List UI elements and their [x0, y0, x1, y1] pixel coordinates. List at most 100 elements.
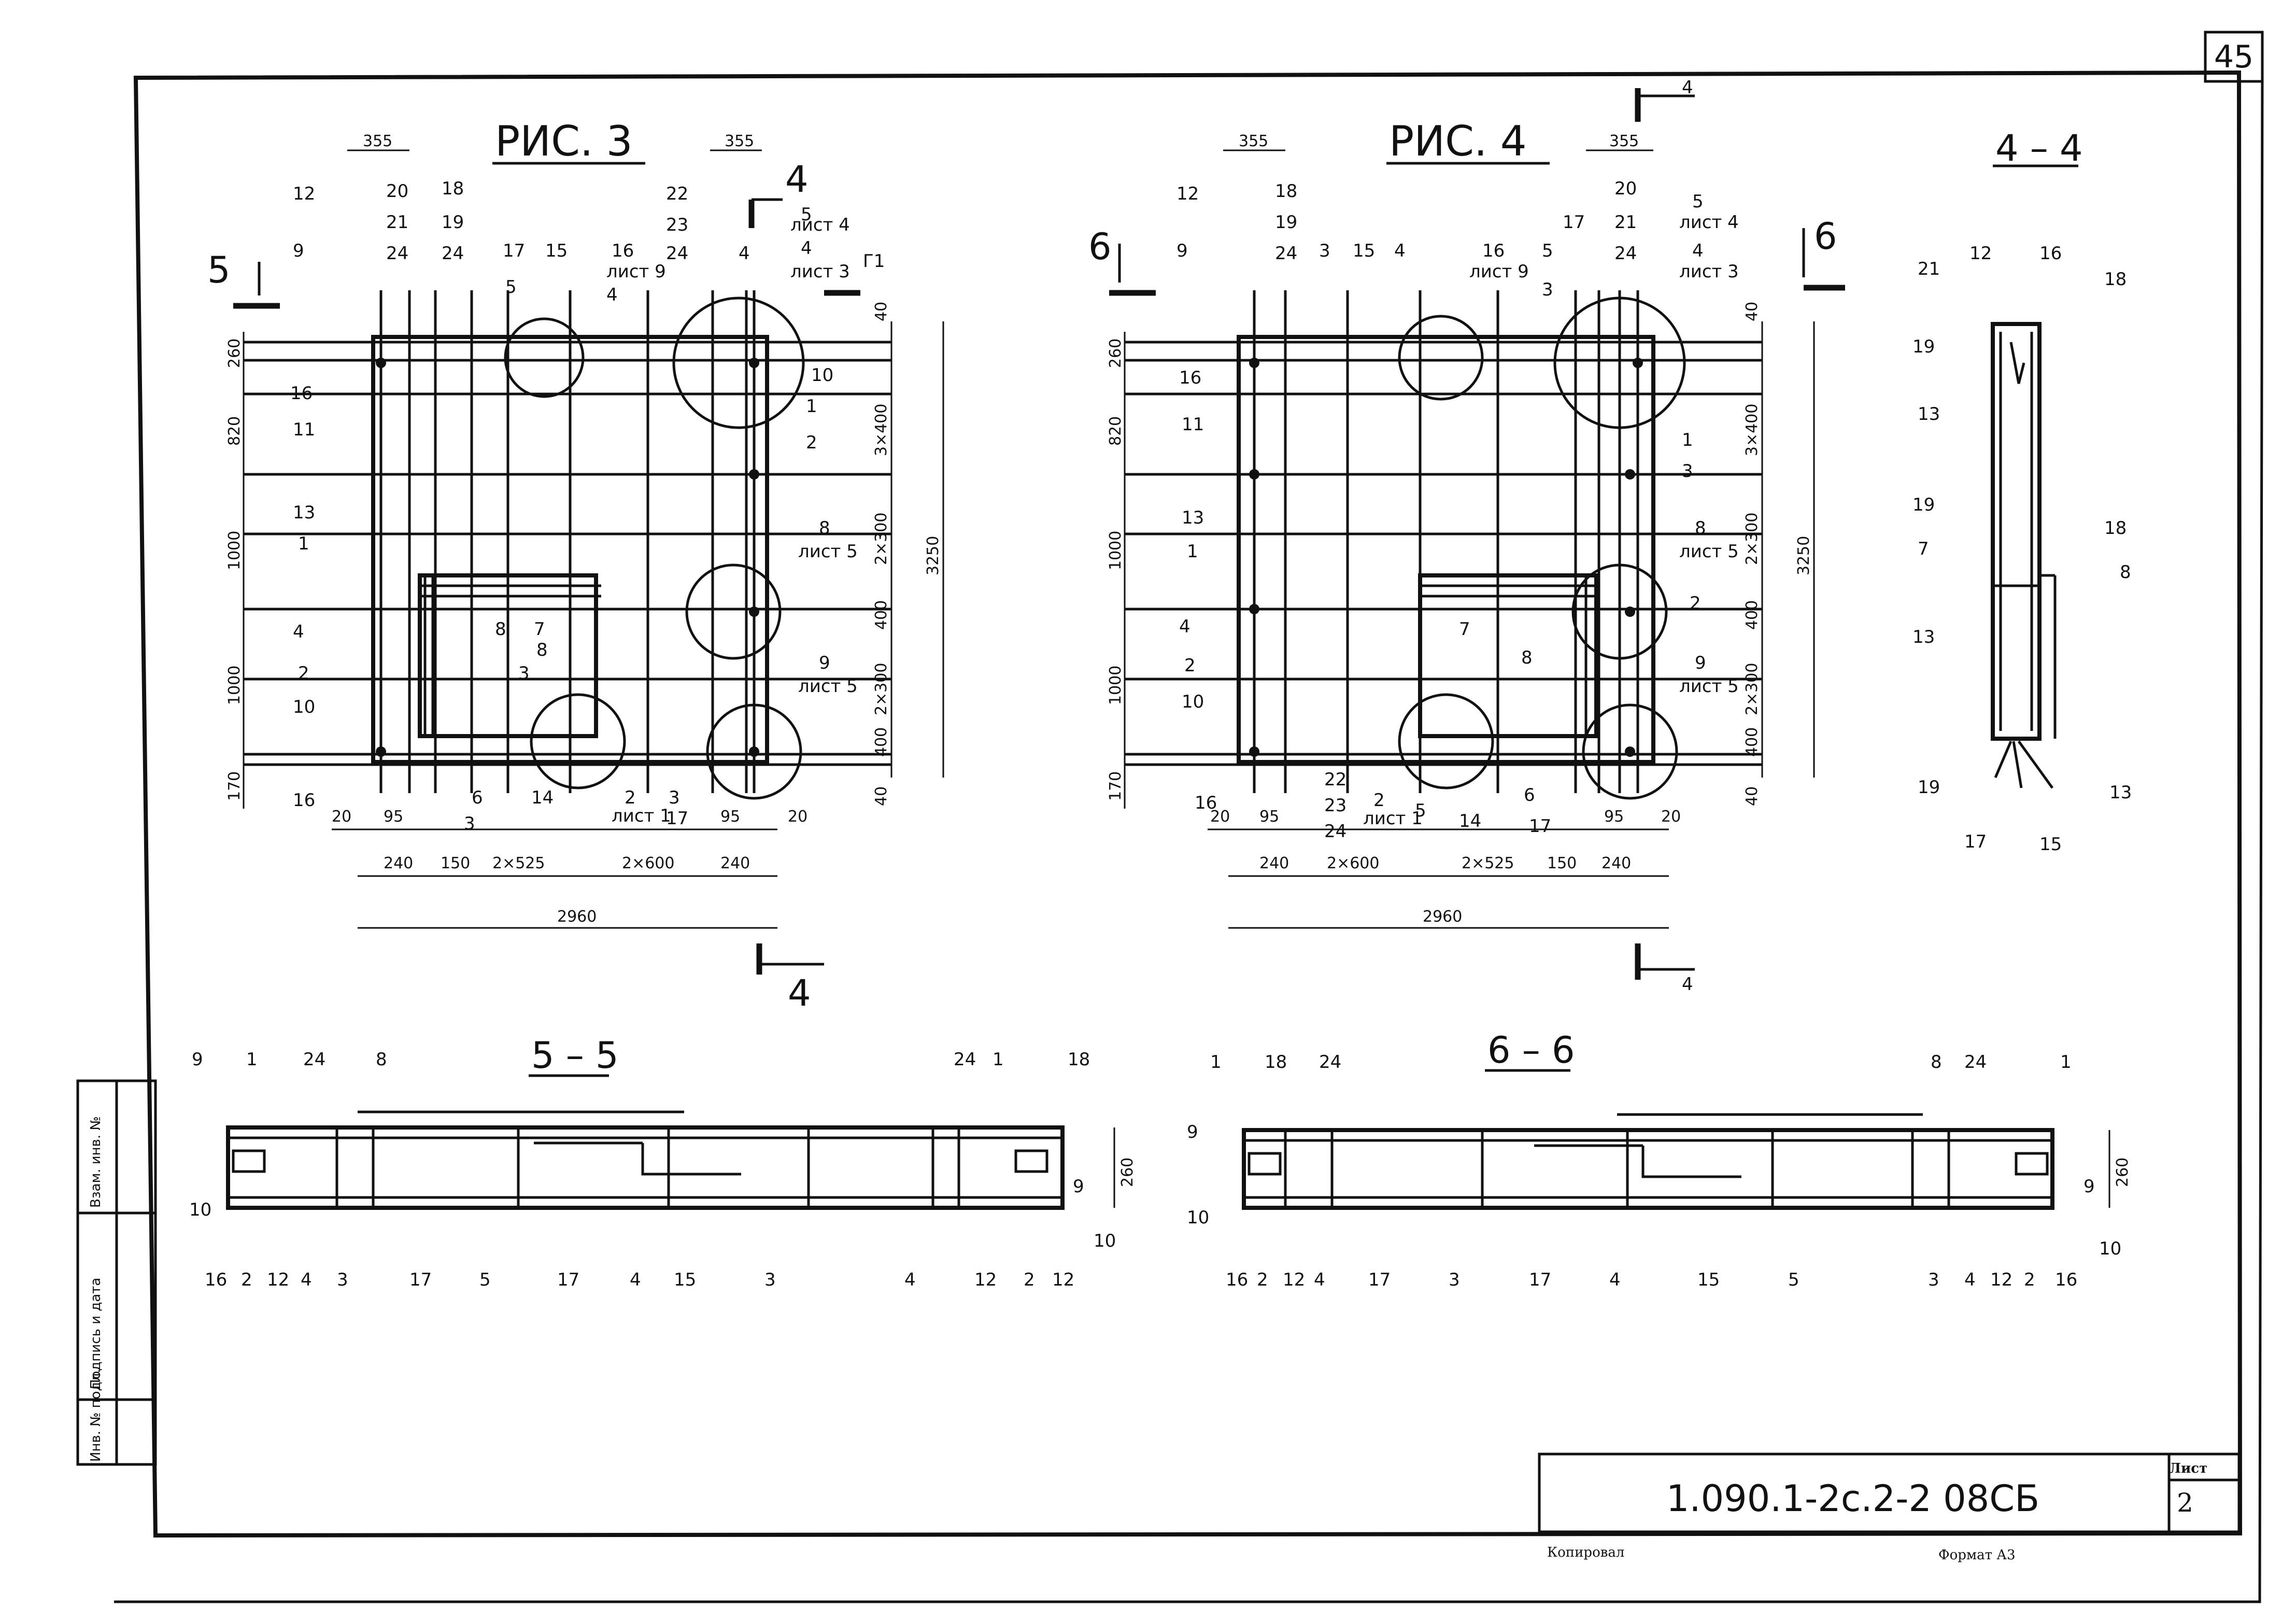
sheet-frame	[76, 31, 2264, 1603]
svg-text:лист 5: лист 5	[1679, 541, 1739, 562]
svg-text:2: 2	[1690, 593, 1701, 614]
svg-text:8: 8	[1521, 647, 1533, 668]
svg-text:20: 20	[1661, 808, 1681, 826]
svg-text:260: 260	[225, 338, 244, 368]
svg-text:5: 5	[1542, 241, 1553, 261]
svg-text:20: 20	[386, 181, 408, 202]
svg-text:2960: 2960	[1423, 908, 1462, 926]
svg-text:3: 3	[1682, 461, 1693, 482]
svg-text:16: 16	[205, 1270, 227, 1290]
side-strip-field: Взам. инв. №	[88, 1116, 104, 1208]
svg-text:3250: 3250	[924, 536, 942, 575]
svg-text:4: 4	[606, 285, 618, 305]
figure-3: РИС. 3	[207, 117, 944, 1014]
svg-text:4: 4	[788, 972, 811, 1014]
svg-text:2960: 2960	[557, 908, 597, 926]
svg-text:2: 2	[241, 1270, 252, 1290]
svg-text:13: 13	[2109, 782, 2132, 803]
svg-text:24: 24	[442, 243, 464, 264]
svg-text:лист 3: лист 3	[790, 261, 850, 282]
svg-text:16: 16	[612, 241, 634, 261]
svg-text:400: 400	[1743, 727, 1761, 757]
svg-text:355: 355	[363, 132, 392, 150]
svg-text:4: 4	[1682, 77, 1693, 98]
svg-text:170: 170	[1107, 771, 1125, 801]
svg-text:4: 4	[739, 243, 750, 264]
svg-text:95: 95	[720, 808, 740, 826]
svg-text:17: 17	[1368, 1270, 1391, 1290]
svg-text:13: 13	[1182, 507, 1204, 528]
svg-text:17: 17	[1964, 831, 1987, 852]
svg-text:4: 4	[293, 622, 304, 642]
svg-text:5: 5	[505, 277, 517, 298]
svg-text:1000: 1000	[1107, 666, 1125, 705]
svg-text:10: 10	[293, 697, 315, 717]
svg-text:24: 24	[386, 243, 408, 264]
sheet-number: 45	[2214, 39, 2254, 75]
svg-text:5: 5	[1692, 191, 1704, 212]
svg-text:24: 24	[1324, 821, 1347, 842]
svg-text:14: 14	[1459, 811, 1481, 831]
svg-text:17: 17	[666, 808, 688, 829]
sheet-page-number: 2	[2177, 1488, 2193, 1518]
svg-text:400: 400	[872, 600, 890, 630]
svg-text:19: 19	[1912, 495, 1935, 515]
svg-text:240: 240	[1259, 854, 1289, 872]
svg-text:355: 355	[1239, 132, 1268, 150]
figure-4: РИС. 4	[1088, 77, 1845, 995]
fig4-grid	[1125, 290, 1762, 800]
svg-text:22: 22	[666, 184, 688, 204]
side-strip-field: Инв. № подл.	[88, 1369, 104, 1462]
fig3-title: РИС. 3	[495, 117, 633, 165]
sec44-labels: 21 12 16 18 19 13 19 7 13 18 8 19 17 15 …	[1912, 243, 2132, 855]
svg-text:6: 6	[1524, 785, 1535, 806]
svg-text:4: 4	[630, 1270, 641, 1290]
sheet-label: Лист	[2169, 1461, 2208, 1476]
svg-text:6: 6	[1088, 225, 1112, 268]
svg-text:2: 2	[806, 432, 817, 453]
svg-text:2: 2	[1257, 1270, 1268, 1290]
svg-text:355: 355	[1609, 132, 1639, 150]
svg-text:10: 10	[2099, 1238, 2121, 1259]
svg-text:7: 7	[534, 619, 545, 640]
svg-text:260: 260	[2114, 1158, 2132, 1187]
svg-text:19: 19	[1275, 212, 1297, 233]
svg-text:17: 17	[1529, 1270, 1551, 1290]
svg-text:9: 9	[1187, 1122, 1198, 1143]
svg-text:22: 22	[1324, 769, 1347, 790]
svg-text:8: 8	[536, 640, 548, 660]
svg-text:24: 24	[1275, 243, 1297, 264]
svg-text:4: 4	[904, 1270, 916, 1290]
svg-text:14: 14	[531, 787, 554, 808]
svg-text:10: 10	[189, 1200, 211, 1220]
svg-text:150: 150	[441, 854, 470, 872]
svg-text:400: 400	[1743, 600, 1761, 630]
svg-text:лист 5: лист 5	[1679, 676, 1739, 697]
svg-text:15: 15	[1353, 241, 1375, 261]
svg-text:24: 24	[1319, 1052, 1341, 1073]
svg-text:24: 24	[954, 1049, 976, 1070]
svg-text:2×525: 2×525	[1462, 854, 1514, 872]
sec66-title: 6 – 6	[1487, 1029, 1575, 1071]
svg-text:23: 23	[666, 215, 688, 235]
svg-text:18: 18	[1068, 1049, 1090, 1070]
svg-text:40: 40	[1743, 302, 1761, 321]
svg-text:18: 18	[2104, 518, 2127, 539]
svg-text:12: 12	[1969, 243, 1992, 264]
document-code: 1.090.1-2с.2-2 08СБ	[1666, 1477, 2040, 1520]
svg-text:10: 10	[1094, 1231, 1116, 1251]
svg-text:15: 15	[674, 1270, 696, 1290]
svg-text:3250: 3250	[1795, 536, 1813, 575]
svg-text:19: 19	[442, 212, 464, 233]
svg-text:18: 18	[1265, 1052, 1287, 1073]
fig3-position-labels: 12 9 20 21 24 18 19 24 17 15 16 лист 9 4…	[290, 178, 885, 834]
svg-text:95: 95	[1604, 808, 1624, 826]
svg-text:9: 9	[192, 1049, 203, 1070]
svg-text:лист 5: лист 5	[798, 676, 858, 697]
svg-text:3: 3	[669, 787, 680, 808]
svg-text:820: 820	[1107, 416, 1125, 446]
svg-text:16: 16	[1226, 1270, 1248, 1290]
svg-text:2×300: 2×300	[1743, 513, 1761, 565]
svg-text:лист 1: лист 1	[1363, 808, 1423, 829]
copied-by-label: Копировал	[1547, 1545, 1625, 1560]
